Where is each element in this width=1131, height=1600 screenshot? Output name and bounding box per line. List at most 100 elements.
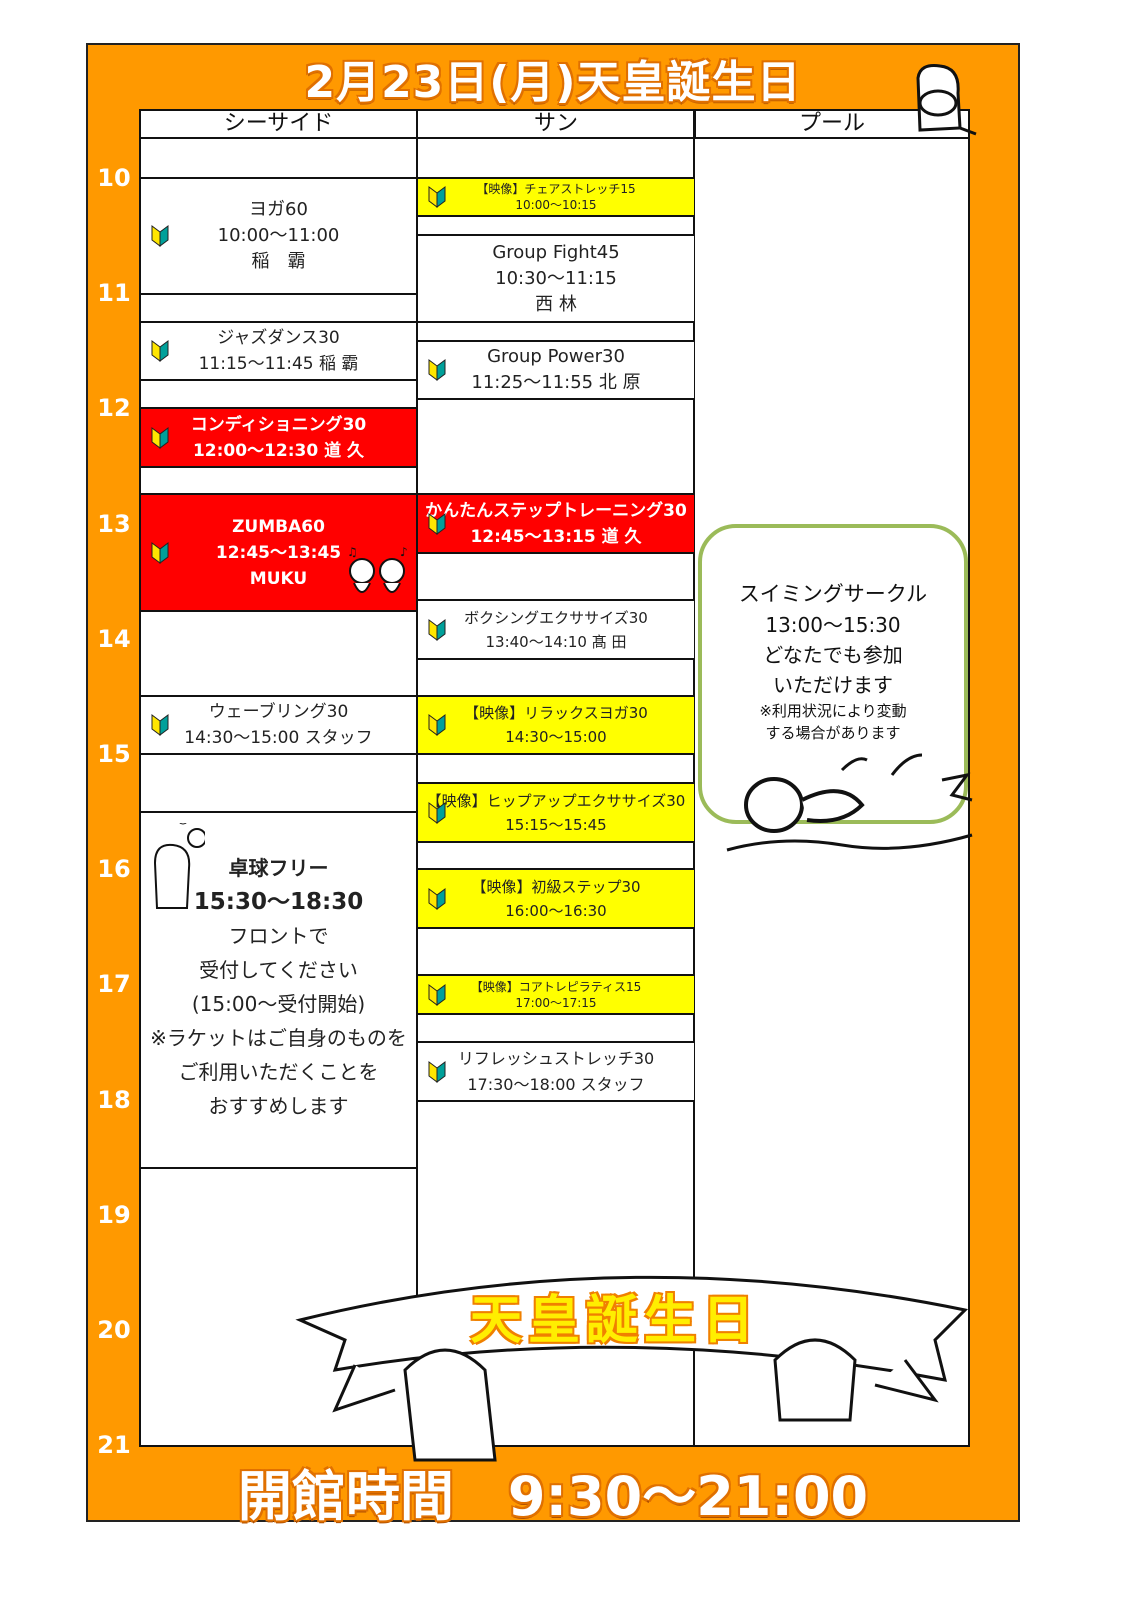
beginner-mark-icon [428,618,446,641]
pool-note: する場合があります [765,724,901,742]
class-time: 17:00～17:15 [515,995,597,1010]
note-line: おすすめします [208,1094,349,1118]
class-time: 14:30～15:00 スタッフ [184,728,373,748]
swimmer-character-icon [726,753,973,852]
pool-note: ※利用状況により変動 [759,702,907,720]
ping-pong-character-icon [153,823,205,909]
column-divider [416,109,418,1447]
hour-label: 15 [97,740,131,768]
banner-text: 天皇誕生日 [470,1291,761,1351]
class-instructor: MUKU [249,568,308,589]
column-header-sun: サン [416,109,696,139]
empty-slot [141,137,416,180]
class-name: 【映像】リラックスヨガ30 [464,704,648,722]
beginner-mark-icon [151,340,169,362]
holiday-banner [295,1275,969,1462]
class-name: 卓球フリー [228,856,329,880]
hour-label: 16 [97,855,131,884]
class-beginner-step[interactable]: 【映像】初級ステップ30 16:00～16:30 [418,868,694,929]
class-name: ボクシングエクササイズ30 [464,608,648,627]
table-tennis-free[interactable]: 卓球フリー 15:30～18:30 フロントで 受付してください (15:00～… [141,811,416,1169]
class-name: 【映像】チェアストレッチ15 [476,182,636,196]
class-instructor: 稲 霸 [251,251,306,272]
class-group-fight[interactable]: Group Fight45 10:30～11:15 西 林 [418,234,694,323]
class-time: 11:25～11:55 北 原 [471,372,641,393]
class-easy-step[interactable]: かんたんステップトレーニング30 12:45～13:15 道 久 [418,493,694,554]
class-name: コンディショニング30 [190,414,367,435]
class-name: Group Fight45 [492,241,620,263]
hour-label: 20 [97,1316,131,1344]
note-line: (15:00～受付開始) [191,992,366,1016]
class-wave-ring[interactable]: ウェーブリング30 14:30～15:00 スタッフ [141,695,416,755]
class-name: ウェーブリング30 [208,702,349,722]
class-time: 15:15～15:45 [505,815,607,834]
pool-line: どなたでも参加 [763,643,903,667]
class-time: 11:15～11:45 稲 霸 [198,354,359,374]
class-refresh-stretch[interactable]: リフレッシュストレッチ30 17:30～18:00 スタッフ [418,1041,694,1102]
class-instructor: 西 林 [535,293,577,315]
hour-label: 11 [97,279,131,308]
class-time: 12:45～13:45 [215,542,342,563]
dancing-characters-icon: ♫♪ [347,546,408,593]
hour-label: 19 [97,1200,131,1229]
class-zumba[interactable]: ZUMBA60 12:45～13:45 MUKU ♫♪ [141,493,416,612]
column-header-seaside: シーサイド [139,109,418,139]
hour-label: 12 [97,394,131,423]
beginner-mark-icon [151,714,169,736]
class-time: 12:45～13:15 道 久 [470,526,642,547]
class-name: かんたんステップトレーニング30 [425,500,687,521]
class-time: 12:00～12:30 道 久 [192,440,365,461]
class-hip-up[interactable]: 【映像】ヒップアップエクササイズ30 15:15～15:45 [418,782,694,843]
hour-label: 10 [97,164,131,192]
class-name: 【映像】コアトレピラティス15 [470,979,642,994]
class-time: 15:30～18:30 [193,889,364,915]
horse-mascot-icon [916,64,977,136]
class-name: 【映像】ヒップアップエクササイズ30 [426,791,686,810]
class-jazz-dance[interactable]: ジャズダンス30 11:15～11:45 稲 霸 [141,321,416,381]
class-time: 13:40～14:10 髙 田 [485,632,627,651]
beginner-mark-icon [151,225,169,247]
beginner-mark-icon [428,512,446,535]
hour-label: 18 [97,1085,131,1114]
pool-line: いただけます [773,673,893,697]
beginner-mark-icon [428,1060,446,1083]
beginner-mark-icon [428,801,446,824]
svg-text:♫: ♫ [347,546,358,559]
note-line: ※ラケットはご自身のものを [150,1026,407,1050]
class-core-pilates[interactable]: 【映像】コアトレピラティス15 17:00～17:15 [418,974,694,1015]
class-time: 16:00～16:30 [505,901,607,920]
class-chair-stretch[interactable]: 【映像】チェアストレッチ15 10:00～10:15 [418,177,694,217]
class-yoga[interactable]: ヨガ60 10:00～11:00 稲 霸 [141,177,416,295]
class-name: Group Power30 [487,346,625,367]
pool-time: 13:00～15:30 [765,613,901,637]
class-name: ZUMBA60 [232,516,325,537]
pool-name: スイミングサークル [738,582,928,606]
empty-slot [418,137,694,180]
class-time: 10:30～11:15 [495,267,617,289]
class-group-power[interactable]: Group Power30 11:25～11:55 北 原 [418,340,694,400]
hour-label: 14 [97,624,131,653]
column-divider [693,109,695,1447]
svg-text:♪: ♪ [400,546,408,559]
hour-label: 17 [97,970,131,999]
class-name: 【映像】初級ステップ30 [471,877,641,896]
beginner-mark-icon [151,541,169,564]
class-time: 10:00～10:15 [515,198,597,212]
note-line: フロントで [228,924,329,948]
note-line: ご利用いただくことを [178,1060,379,1084]
swimming-circle[interactable]: スイミングサークル 13:00～15:30 どなたでも参加 いただけます ※利用… [698,524,968,824]
opening-hours: 開館時間 9:30～21:00 [237,1465,869,1528]
class-name: ジャズダンス30 [217,328,340,348]
class-time: 17:30～18:00 スタッフ [467,1074,645,1094]
hour-label: 13 [97,509,131,538]
class-time: 14:30～15:00 [505,728,607,746]
class-relax-yoga[interactable]: 【映像】リラックスヨガ30 14:30～15:00 [418,695,694,755]
class-name: ヨガ60 [249,199,308,220]
note-line: 受付してください [199,958,358,982]
class-name: リフレッシュストレッチ30 [457,1048,655,1068]
class-conditioning[interactable]: コンディショニング30 12:00～12:30 道 久 [141,407,416,468]
class-boxing-exercise[interactable]: ボクシングエクササイズ30 13:40～14:10 髙 田 [418,599,694,660]
beginner-mark-icon [428,887,446,910]
class-time: 10:00～11:00 [217,225,340,246]
beginner-mark-icon [151,426,169,449]
